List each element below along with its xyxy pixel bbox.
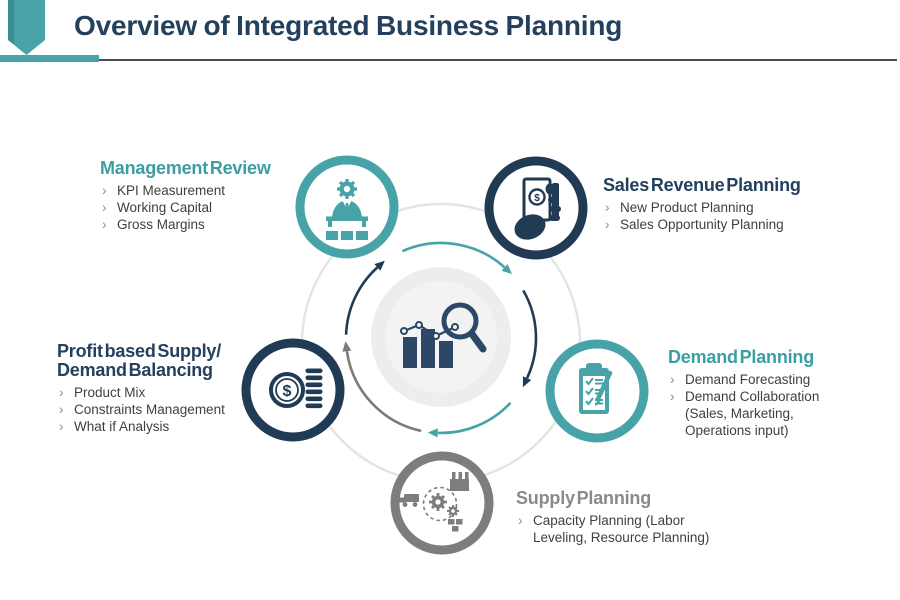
node-text-sales-revenue: Sales Revenue Planning › New Product Plan… [603,176,843,233]
bullet-marker: › [670,372,675,387]
header-divider [0,59,897,61]
node-text-demand-planning: Demand Planning › Demand Forecasting › Dema… [668,348,830,439]
bullet-item: › KPI Measurement [100,182,310,199]
node-heading-demand-planning: Demand Planning [668,347,815,367]
bullet-text: Product Mix [74,385,146,400]
bullet-item: › Product Mix [57,384,264,401]
node-text-profit-balancing: Profit based Supply/ Demand Balancing › P… [57,342,264,435]
node-heading-sales-revenue: Sales Revenue Planning [603,175,801,195]
node-text-management-review: Management Review › KPI Measurement › Worki… [100,159,310,233]
header-accent-bar [0,55,99,62]
supply-chain-gears-icon [399,472,469,532]
svg-text:$: $ [283,383,292,400]
node-bullet-list: › Capacity Planning (Labor Leveling, Reso… [516,512,721,546]
bullet-item: › Constraints Management [57,401,264,418]
bullet-item: › New Product Planning [603,199,843,216]
node-circle-supply-planning [390,451,494,555]
node-bullet-list: › New Product Planning › Sales Opportunity … [603,199,843,233]
bullet-item: › Capacity Planning (Labor Leveling, Reso… [516,512,721,546]
bullet-marker: › [102,183,107,198]
bullet-text: Constraints Management [74,402,225,417]
bullet-marker: › [102,217,107,232]
bullet-marker: › [605,200,610,215]
node-heading-management-review: Management Review [100,158,271,178]
node-circle-profit-balancing: $ [241,338,345,442]
dollar-coins-icon: $ [269,368,323,409]
leader-gear-icon [326,179,368,240]
bullet-text: Sales Opportunity Planning [620,217,784,232]
cycle-arrow-left-up [344,260,385,335]
bullet-marker: › [670,389,675,404]
bullet-item: › Working Capital [100,199,310,216]
page-title: Overview of Integrated Business Planning [74,10,623,41]
money-hand-icon: $ [514,177,561,240]
cycle-arrow-left-rise [342,341,422,433]
bullet-marker: › [518,513,523,528]
bullet-text: Working Capital [117,200,213,215]
bullet-item: › Demand Collaboration (Sales, Marketing,… [668,388,830,439]
bullet-text: Demand Collaboration (Sales, Marketing, … [685,389,820,438]
bullet-item: › Gross Margins [100,216,310,233]
bullet-item: › What if Analysis [57,418,264,435]
bookmark-ribbon-icon [8,0,45,55]
node-circle-sales-revenue: $ [484,156,588,260]
cycle-arrow-top-right [401,241,512,275]
cycle-arrow-right-down [522,289,538,388]
bullet-text: What if Analysis [74,419,170,434]
clipboard-checklist-icon [579,363,613,414]
node-bullet-list: › KPI Measurement › Working Capital › Gross M… [100,182,310,233]
node-heading-profit-balancing: Profit based Supply/ Demand Balancing [57,341,222,380]
bullet-item: › Demand Forecasting [668,371,830,388]
bullet-text: Demand Forecasting [685,372,811,387]
bullet-text: Gross Margins [117,217,205,232]
node-heading-supply-planning: Supply Planning [516,488,652,508]
bullet-text: Capacity Planning (Labor Leveling, Resou… [533,513,710,545]
analytics-magnifier-icon [400,302,487,368]
bullet-marker: › [605,217,610,232]
svg-text:$: $ [534,193,540,204]
node-bullet-list: › Product Mix › Constraints Management › What… [57,384,264,435]
bullet-marker: › [59,419,64,434]
node-bullet-list: › Demand Forecasting › Demand Collaboration… [668,371,830,439]
node-circle-management-review [295,155,399,259]
bullet-marker: › [102,200,107,215]
bullet-marker: › [59,385,64,400]
bullet-marker: › [59,402,64,417]
center-disc [371,267,511,407]
cycle-arrow-bottom-left [427,401,512,438]
bullet-text: New Product Planning [620,200,754,215]
node-circle-demand-planning [545,339,649,443]
node-text-supply-planning: Supply Planning › Capacity Planning (Labo… [516,489,721,546]
bullet-text: KPI Measurement [117,183,226,198]
bullet-item: › Sales Opportunity Planning [603,216,843,233]
